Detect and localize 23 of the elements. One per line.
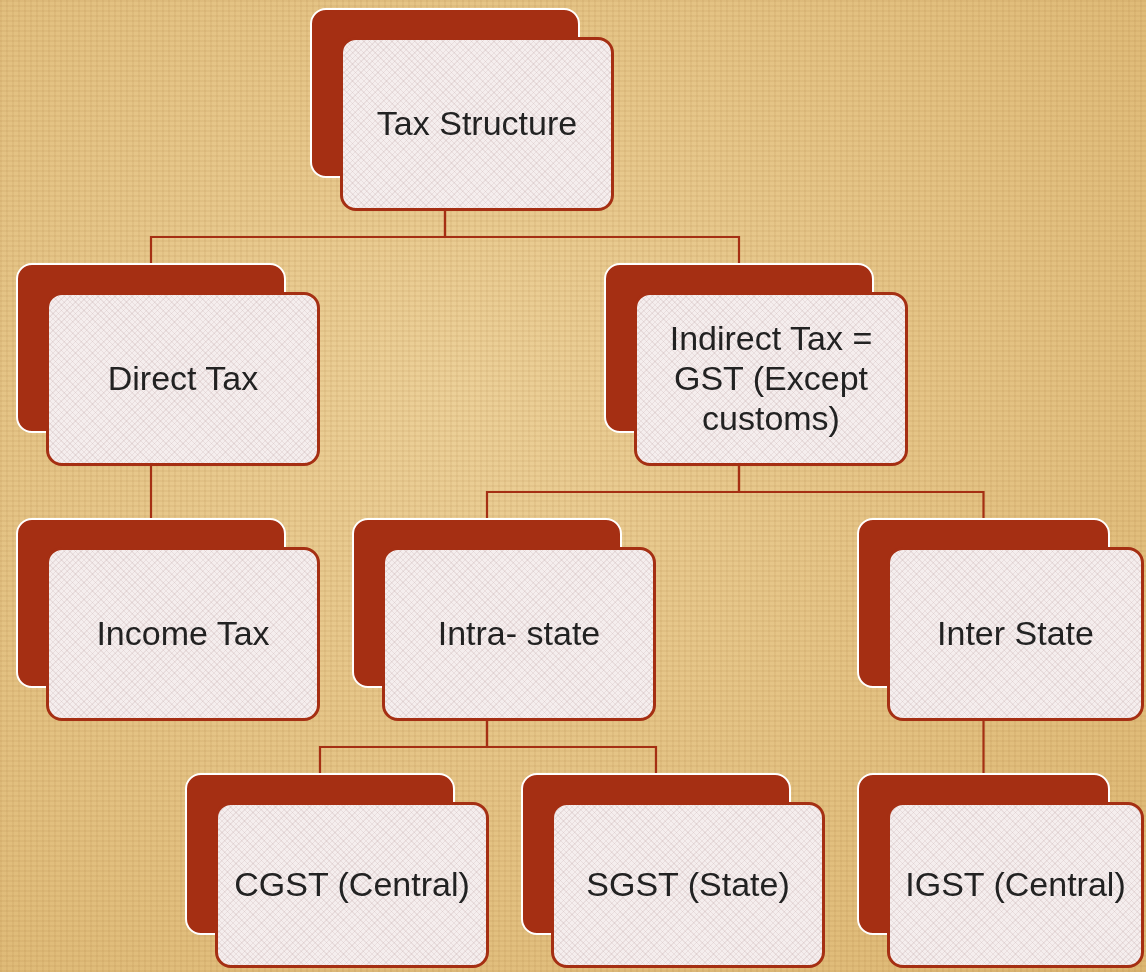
process-box	[352, 518, 656, 721]
node-label: SGST (State)	[586, 865, 790, 905]
node-label: Inter State	[937, 614, 1094, 654]
node-label: Intra- state	[437, 614, 601, 654]
process-box	[604, 263, 908, 466]
node-label: Tax Structure	[376, 104, 578, 144]
process-box	[857, 518, 1144, 721]
node-label: Indirect Tax = GST (Except customs)	[668, 319, 874, 439]
connector-line	[485, 721, 658, 773]
node-label: Income Tax	[96, 614, 270, 654]
connector-line	[149, 466, 153, 518]
node-label: IGST (Central)	[905, 865, 1126, 905]
process-box	[857, 773, 1144, 968]
node-label: Direct Tax	[107, 359, 259, 399]
process-box	[16, 518, 320, 721]
connector-line	[982, 721, 985, 773]
process-box	[521, 773, 825, 968]
connector-line	[737, 466, 985, 518]
process-box	[16, 263, 320, 466]
process-box	[310, 8, 614, 211]
connector-line	[443, 211, 741, 263]
node-label: CGST (Central)	[234, 865, 470, 905]
process-box	[185, 773, 489, 968]
